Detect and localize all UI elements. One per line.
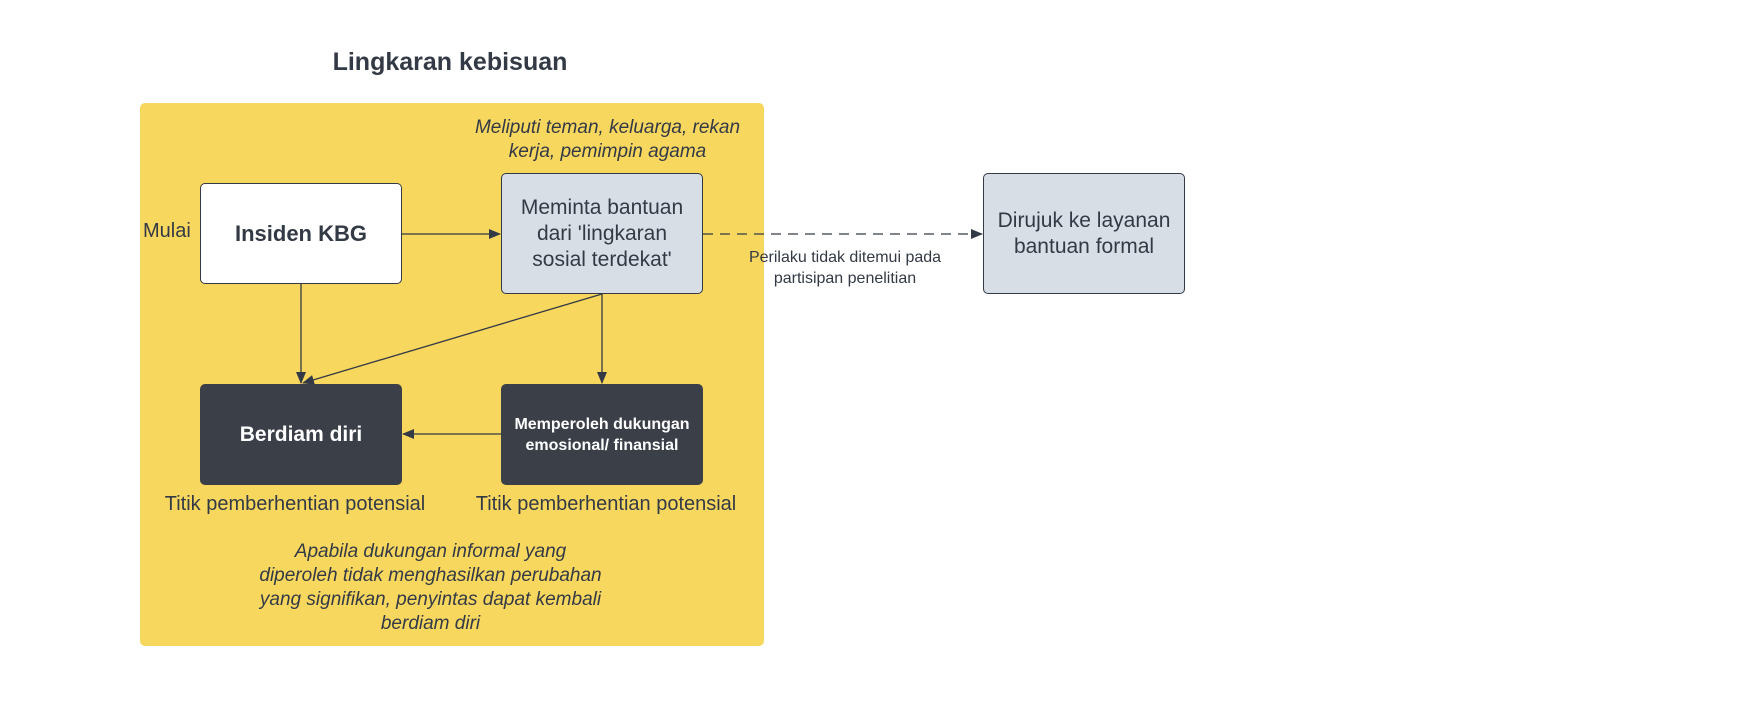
label-titik-1: Titik pemberhentian potensial <box>164 493 426 515</box>
node-memperoleh-dukungan: Memperoleh dukungan emosional/ finansial <box>501 384 703 485</box>
edge-meminta-to-berdiam <box>302 293 603 385</box>
node-berdiam-diri: Berdiam diri <box>200 384 402 485</box>
note-meliputi: Meliputi teman, keluarga, rekan kerja, p… <box>474 117 741 162</box>
node-dirujuk: Dirujuk ke layanan bantuan formal <box>983 173 1185 294</box>
label-mulai: Mulai <box>143 220 191 242</box>
diagram-title: Lingkaran kebisuan <box>332 48 568 76</box>
note-apabila: Apabila dukungan informal yang diperoleh… <box>259 541 602 634</box>
node-meminta-bantuan: Meminta bantuan dari 'lingkaran sosial t… <box>501 173 703 294</box>
node-insiden-kbg: Insiden KBG <box>200 183 402 284</box>
label-titik-2: Titik pemberhentian potensial <box>475 493 737 515</box>
label-perilaku: Perilaku tidak ditemui pada partisipan p… <box>748 249 942 287</box>
